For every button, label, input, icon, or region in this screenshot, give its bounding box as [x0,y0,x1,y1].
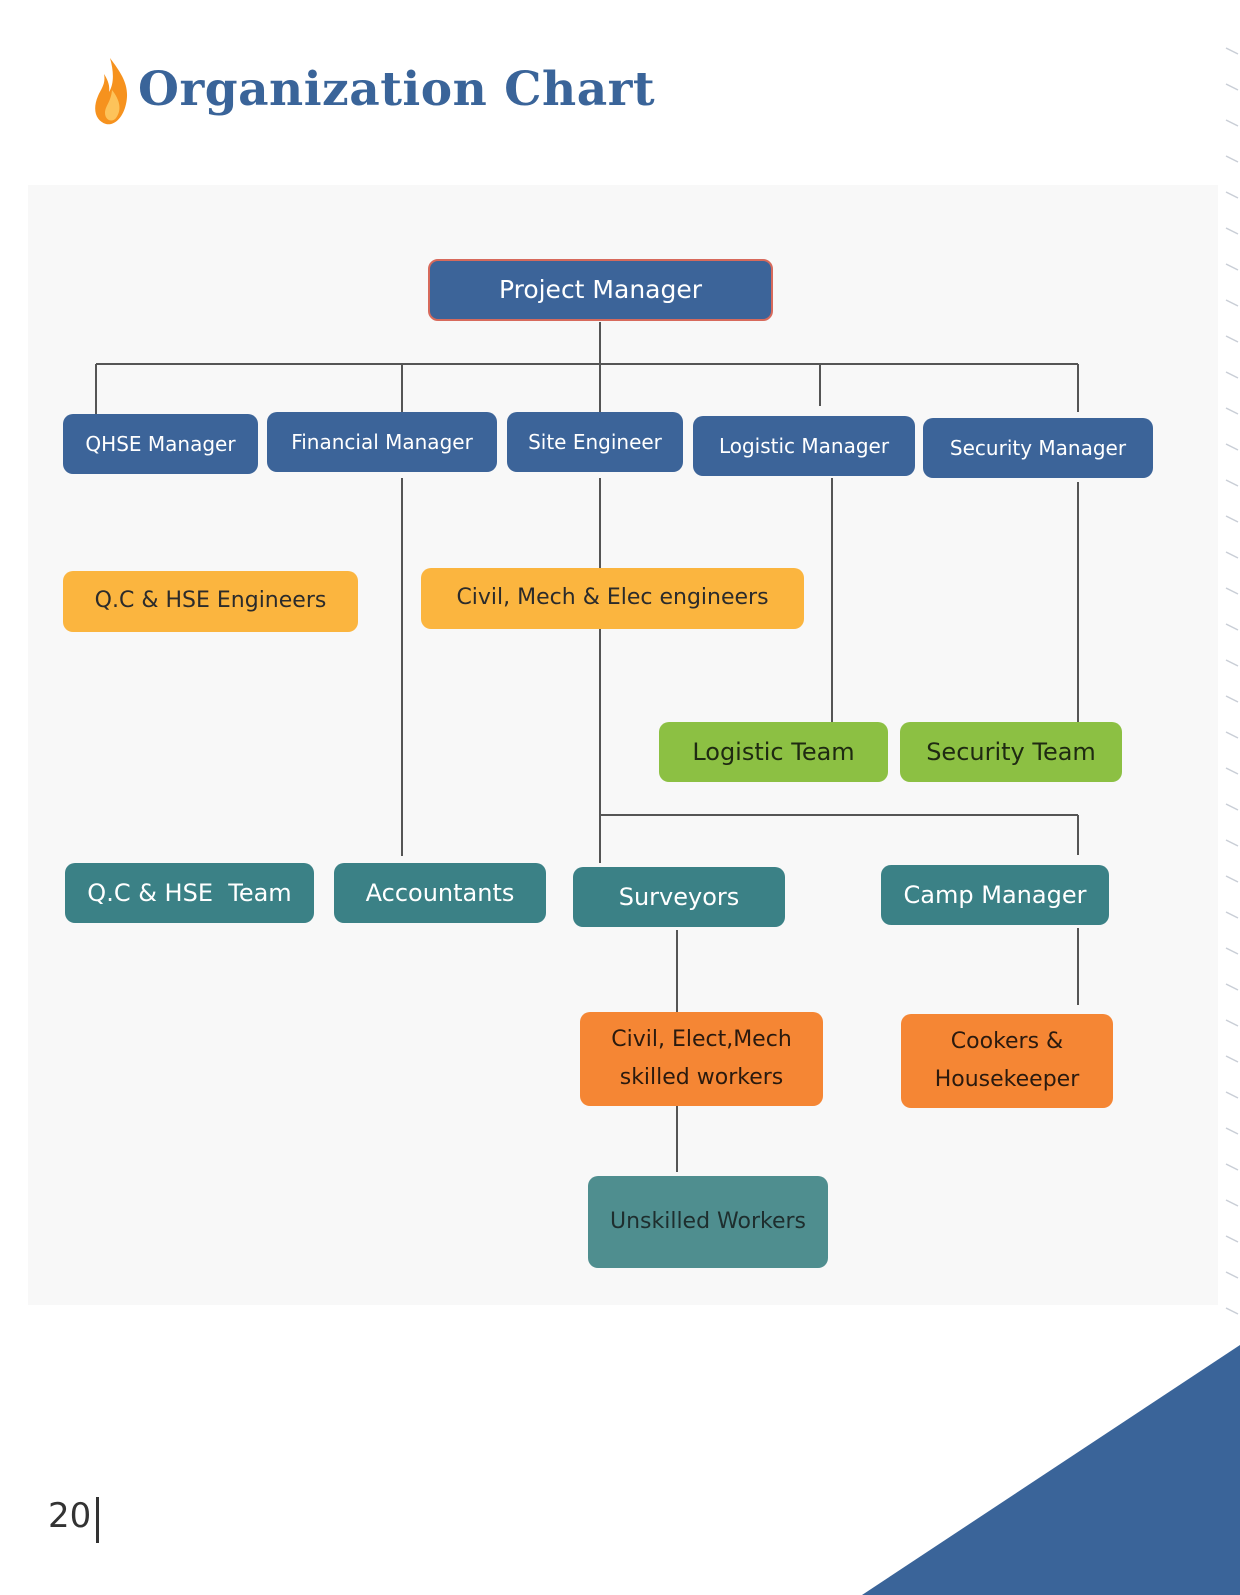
edge-mark [1225,1019,1239,1027]
edge-mark [1225,227,1239,235]
edge-mark [1225,515,1239,523]
edge-mark [1225,767,1239,775]
edge-mark [1225,479,1239,487]
node-civil-mech-elec-engineers: Civil, Mech & Elec engineers [421,568,804,629]
edge-mark [1225,911,1239,919]
node-financial-manager: Financial Manager [267,412,497,472]
edge-mark [1225,263,1239,271]
node-label: Security Manager [949,435,1127,460]
edge-mark [1225,983,1239,991]
edge-mark [1225,155,1239,163]
edge-mark [1225,1235,1239,1243]
node-site-engineer: Site Engineer [507,412,683,472]
node-label: Surveyors [618,883,740,911]
edge-mark [1225,1091,1239,1099]
flame-icon [95,58,128,125]
node-label: Civil, Mech & Elec engineers [456,585,769,611]
page-title: Organization Chart [138,62,656,117]
node-qc-hse-engineers: Q.C & HSE Engineers [63,571,358,632]
node-label: Security Team [926,738,1096,766]
page-edge-marks [1225,47,1239,1315]
node-logistic-manager: Logistic Manager [693,416,915,476]
node-label-line-1: Cookers & [950,1028,1064,1054]
edge-mark [1225,1307,1239,1315]
edge-mark [1225,659,1239,667]
node-label: Q.C & HSE Team [87,879,292,907]
node-security-team: Security Team [900,722,1122,782]
node-camp-manager: Camp Manager [881,865,1109,925]
node-logistic-team: Logistic Team [659,722,888,782]
node-project-manager: Project Manager [428,259,773,321]
node-label: Logistic Team [692,738,855,766]
node-label: Site Engineer [528,429,662,454]
node-label: QHSE Manager [85,431,236,456]
edge-mark [1225,1127,1239,1135]
node-qhse-manager: QHSE Manager [63,414,258,474]
node-label: Logistic Manager [718,433,890,458]
edge-mark [1225,1271,1239,1279]
node-label: Q.C & HSE Engineers [94,588,327,614]
edge-mark [1225,1199,1239,1207]
page-number: 20 [48,1496,92,1536]
edge-mark [1225,299,1239,307]
node-skilled-workers: Civil, Elect,Mech skilled workers [580,1012,823,1106]
node-surveyors: Surveyors [573,867,785,927]
edge-mark [1225,731,1239,739]
edge-mark [1225,947,1239,955]
edge-mark [1225,371,1239,379]
node-label: Financial Manager [291,429,473,454]
edge-mark [1225,803,1239,811]
edge-mark [1225,83,1239,91]
edge-mark [1225,1055,1239,1063]
node-label-line-1: Civil, Elect,Mech [611,1026,792,1052]
node-accountants: Accountants [334,863,546,923]
node-label: Project Manager [498,275,703,305]
edge-mark [1225,623,1239,631]
node-label-line-2: Housekeeper [934,1067,1080,1092]
node-label: Camp Manager [903,881,1087,909]
edge-mark [1225,191,1239,199]
edge-mark [1225,695,1239,703]
page-number-divider [96,1497,99,1543]
edge-mark [1225,587,1239,595]
node-cookers-housekeeper: Cookers & Housekeeper [901,1014,1113,1108]
edge-mark [1225,407,1239,415]
edge-mark [1225,1163,1239,1171]
node-security-manager: Security Manager [923,418,1153,478]
node-label-line-2: skilled workers [619,1065,784,1090]
edge-mark [1225,335,1239,343]
edge-mark [1225,839,1239,847]
edge-mark [1225,875,1239,883]
node-unskilled-workers: Unskilled Workers [588,1176,828,1268]
edge-mark [1225,47,1239,55]
node-label: Unskilled Workers [609,1208,807,1234]
node-label: Accountants [365,879,515,907]
edge-mark [1225,551,1239,559]
edge-mark [1225,443,1239,451]
node-qc-hse-team: Q.C & HSE Team [65,863,314,923]
edge-mark [1225,119,1239,127]
